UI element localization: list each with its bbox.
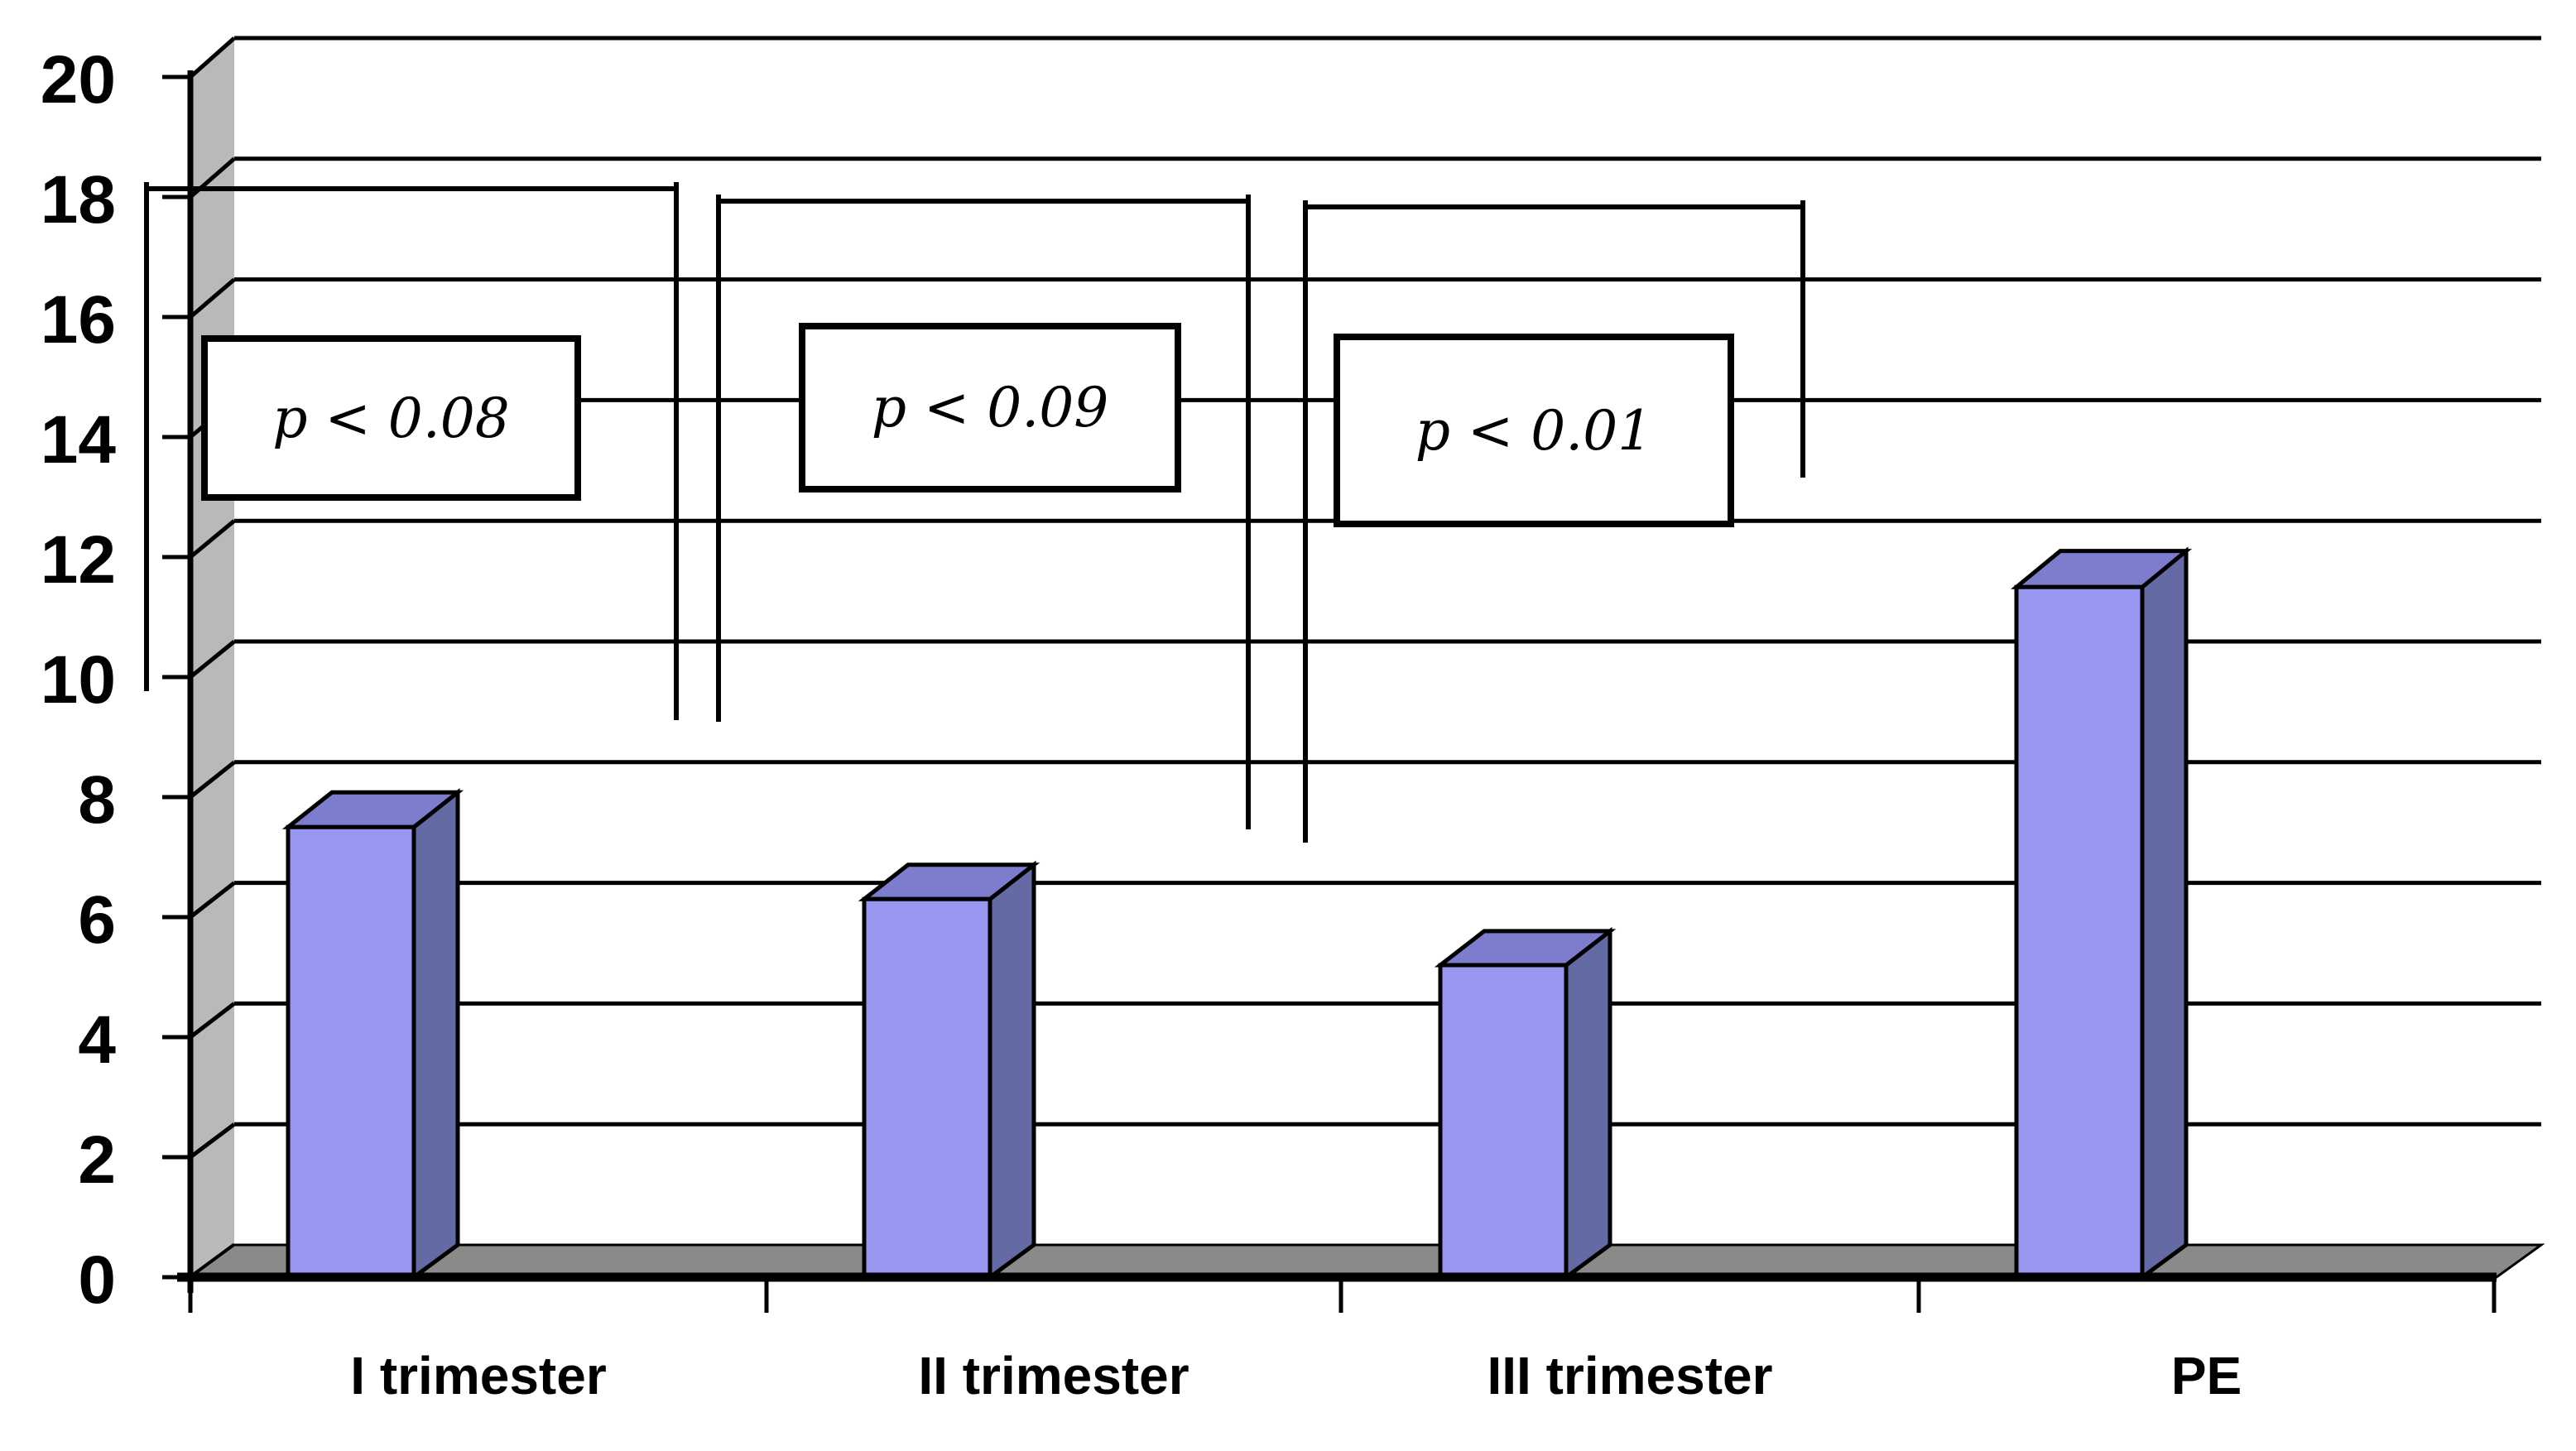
bar-side-face <box>411 788 460 1281</box>
significance-label-2: p < 0.09 <box>871 376 1109 440</box>
bar-front-face <box>2014 584 2145 1280</box>
y-axis-label: 4 <box>78 1002 116 1078</box>
gridline-jog <box>189 640 236 679</box>
gridline-jog <box>189 519 236 559</box>
y-axis-label: 14 <box>40 402 116 478</box>
gridline-jog <box>189 1002 236 1039</box>
bar-side-face <box>2140 546 2189 1281</box>
bar-side-face <box>1564 926 1612 1281</box>
y-axis-label: 0 <box>78 1242 116 1318</box>
y-axis-label: 16 <box>40 282 116 358</box>
y-axis-label: 8 <box>78 762 116 838</box>
significance-label-3: p < 0.01 <box>1415 398 1653 463</box>
y-axis-label: 10 <box>40 642 116 718</box>
y-axis-label: 20 <box>40 42 116 118</box>
gridline-jog <box>189 881 236 919</box>
bar-side-face <box>988 860 1036 1281</box>
y-axis-label: 18 <box>40 162 116 238</box>
significance-label-box-3: p < 0.01 <box>1334 334 1734 527</box>
x-axis-label: I trimester <box>350 1346 607 1405</box>
x-axis-label: II trimester <box>918 1346 1189 1405</box>
significance-label-1: p < 0.08 <box>272 386 510 450</box>
significance-label-box-1: p < 0.08 <box>201 335 581 501</box>
bar-front-face <box>1438 963 1569 1280</box>
gridline-jog <box>189 277 236 319</box>
bar-front-face <box>862 896 992 1280</box>
x-axis-label: III trimester <box>1487 1346 1773 1405</box>
gridline-jog <box>189 36 236 79</box>
floor <box>186 1243 2545 1279</box>
gridline-jog <box>189 760 236 799</box>
gridline-jog <box>189 1122 236 1159</box>
y-axis-label: 2 <box>78 1122 116 1198</box>
y-axis-label: 6 <box>78 882 116 958</box>
x-axis-label: PE <box>2170 1346 2242 1405</box>
significance-label-box-2: p < 0.09 <box>799 323 1181 492</box>
bar-front-face <box>286 824 416 1280</box>
y-axis-label: 12 <box>40 522 116 598</box>
